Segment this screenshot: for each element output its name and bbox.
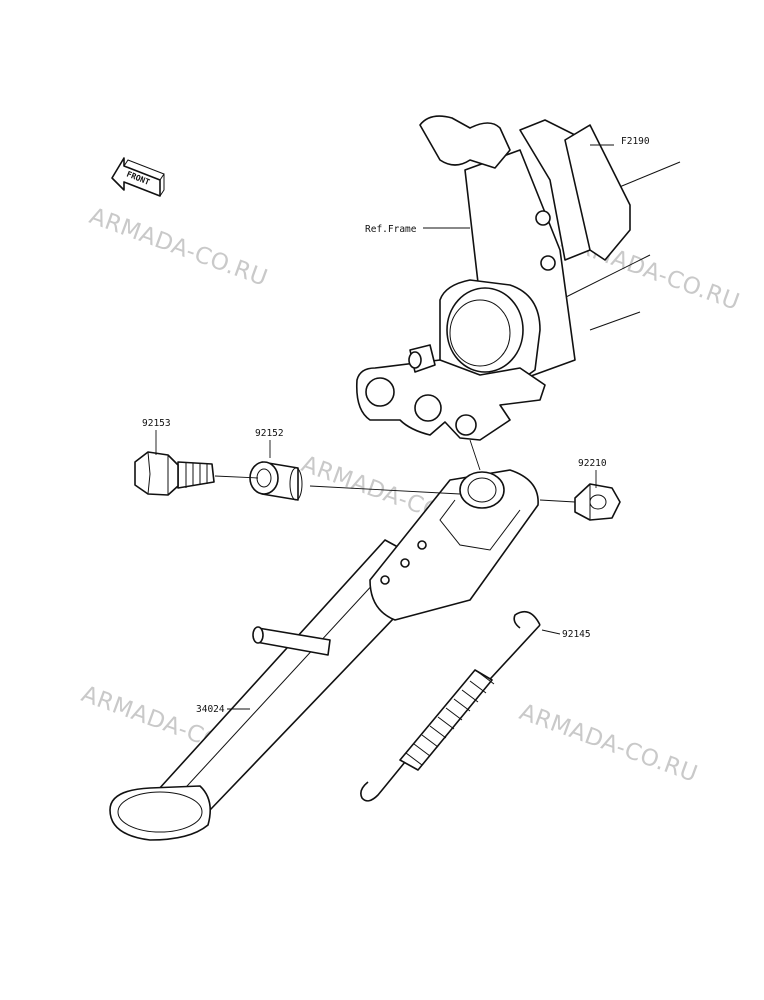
- frame-assembly: [355, 115, 681, 441]
- stand-pin: [252, 626, 331, 656]
- part-number-92153[interactable]: 92153: [142, 418, 171, 429]
- reference-label: Ref.Frame: [365, 224, 417, 235]
- part-number-34024[interactable]: 34024: [196, 704, 225, 715]
- nut-92210: [574, 483, 621, 521]
- side-stand: [109, 469, 539, 841]
- collar-92152: [249, 461, 303, 501]
- part-number-92152[interactable]: 92152: [255, 428, 284, 439]
- part-number-92210[interactable]: 92210: [578, 458, 607, 469]
- front-arrow-icon: [111, 157, 165, 197]
- watermark: ARMADA-CO.RU: [516, 699, 701, 788]
- bolt-92153: [134, 451, 215, 496]
- figure-code: F2190: [621, 136, 650, 147]
- part-number-92145[interactable]: 92145: [562, 629, 591, 640]
- watermark: ARMADA-CO.RU: [86, 203, 271, 292]
- spring-92145: [360, 610, 541, 802]
